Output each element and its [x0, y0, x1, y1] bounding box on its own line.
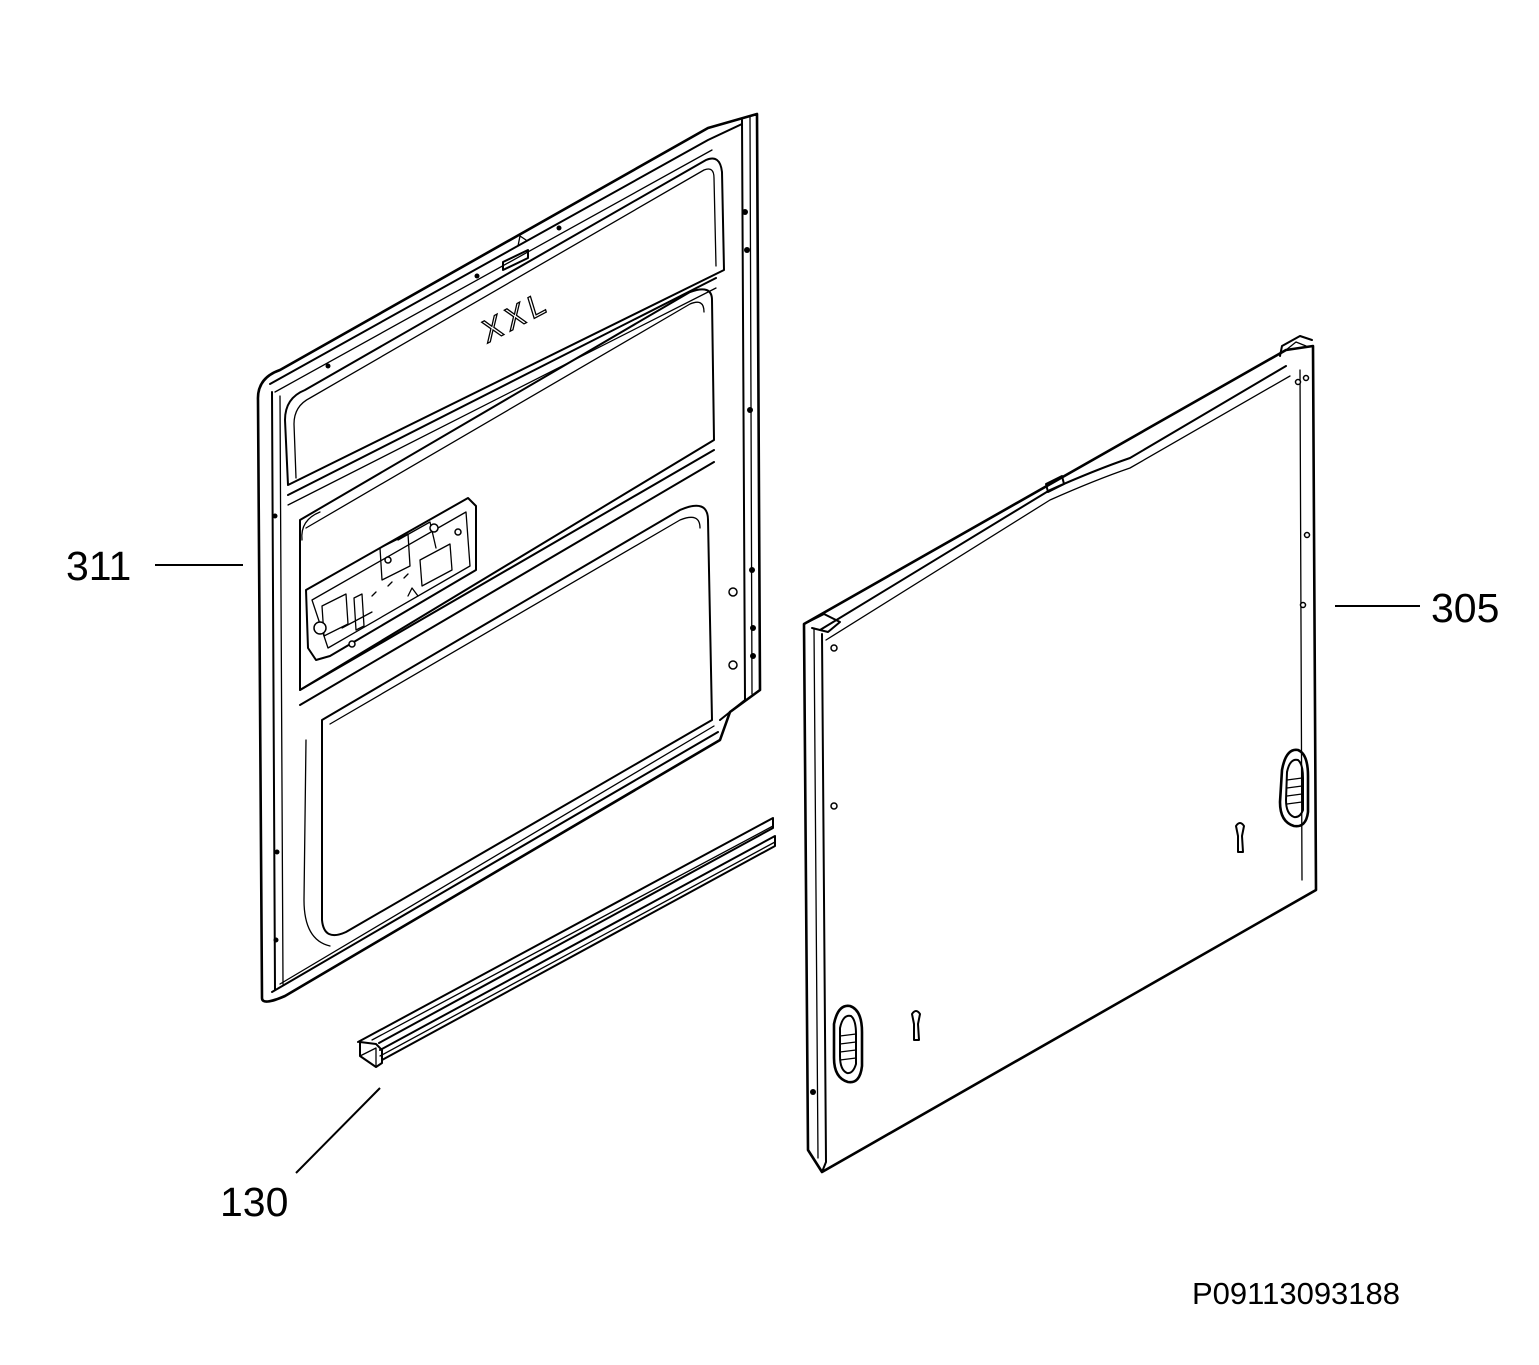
drawing-code: P09113093188	[1192, 1276, 1400, 1311]
part-label-311: 311	[66, 543, 131, 589]
handle-recess-left	[832, 1004, 864, 1084]
part-130-seal-strip	[357, 817, 776, 1068]
leader-130	[295, 1087, 381, 1174]
part-label-305: 305	[1431, 585, 1499, 631]
part-label-130: 130	[220, 1179, 288, 1225]
xxl-logo-emboss: XXL	[473, 283, 557, 350]
logo-lettering: XXL	[474, 284, 556, 350]
handle-recess-right	[1278, 748, 1310, 828]
part-311-inner-door: XXL	[256, 112, 762, 1003]
control-module	[305, 497, 477, 661]
part-305-outer-door	[802, 335, 1318, 1174]
